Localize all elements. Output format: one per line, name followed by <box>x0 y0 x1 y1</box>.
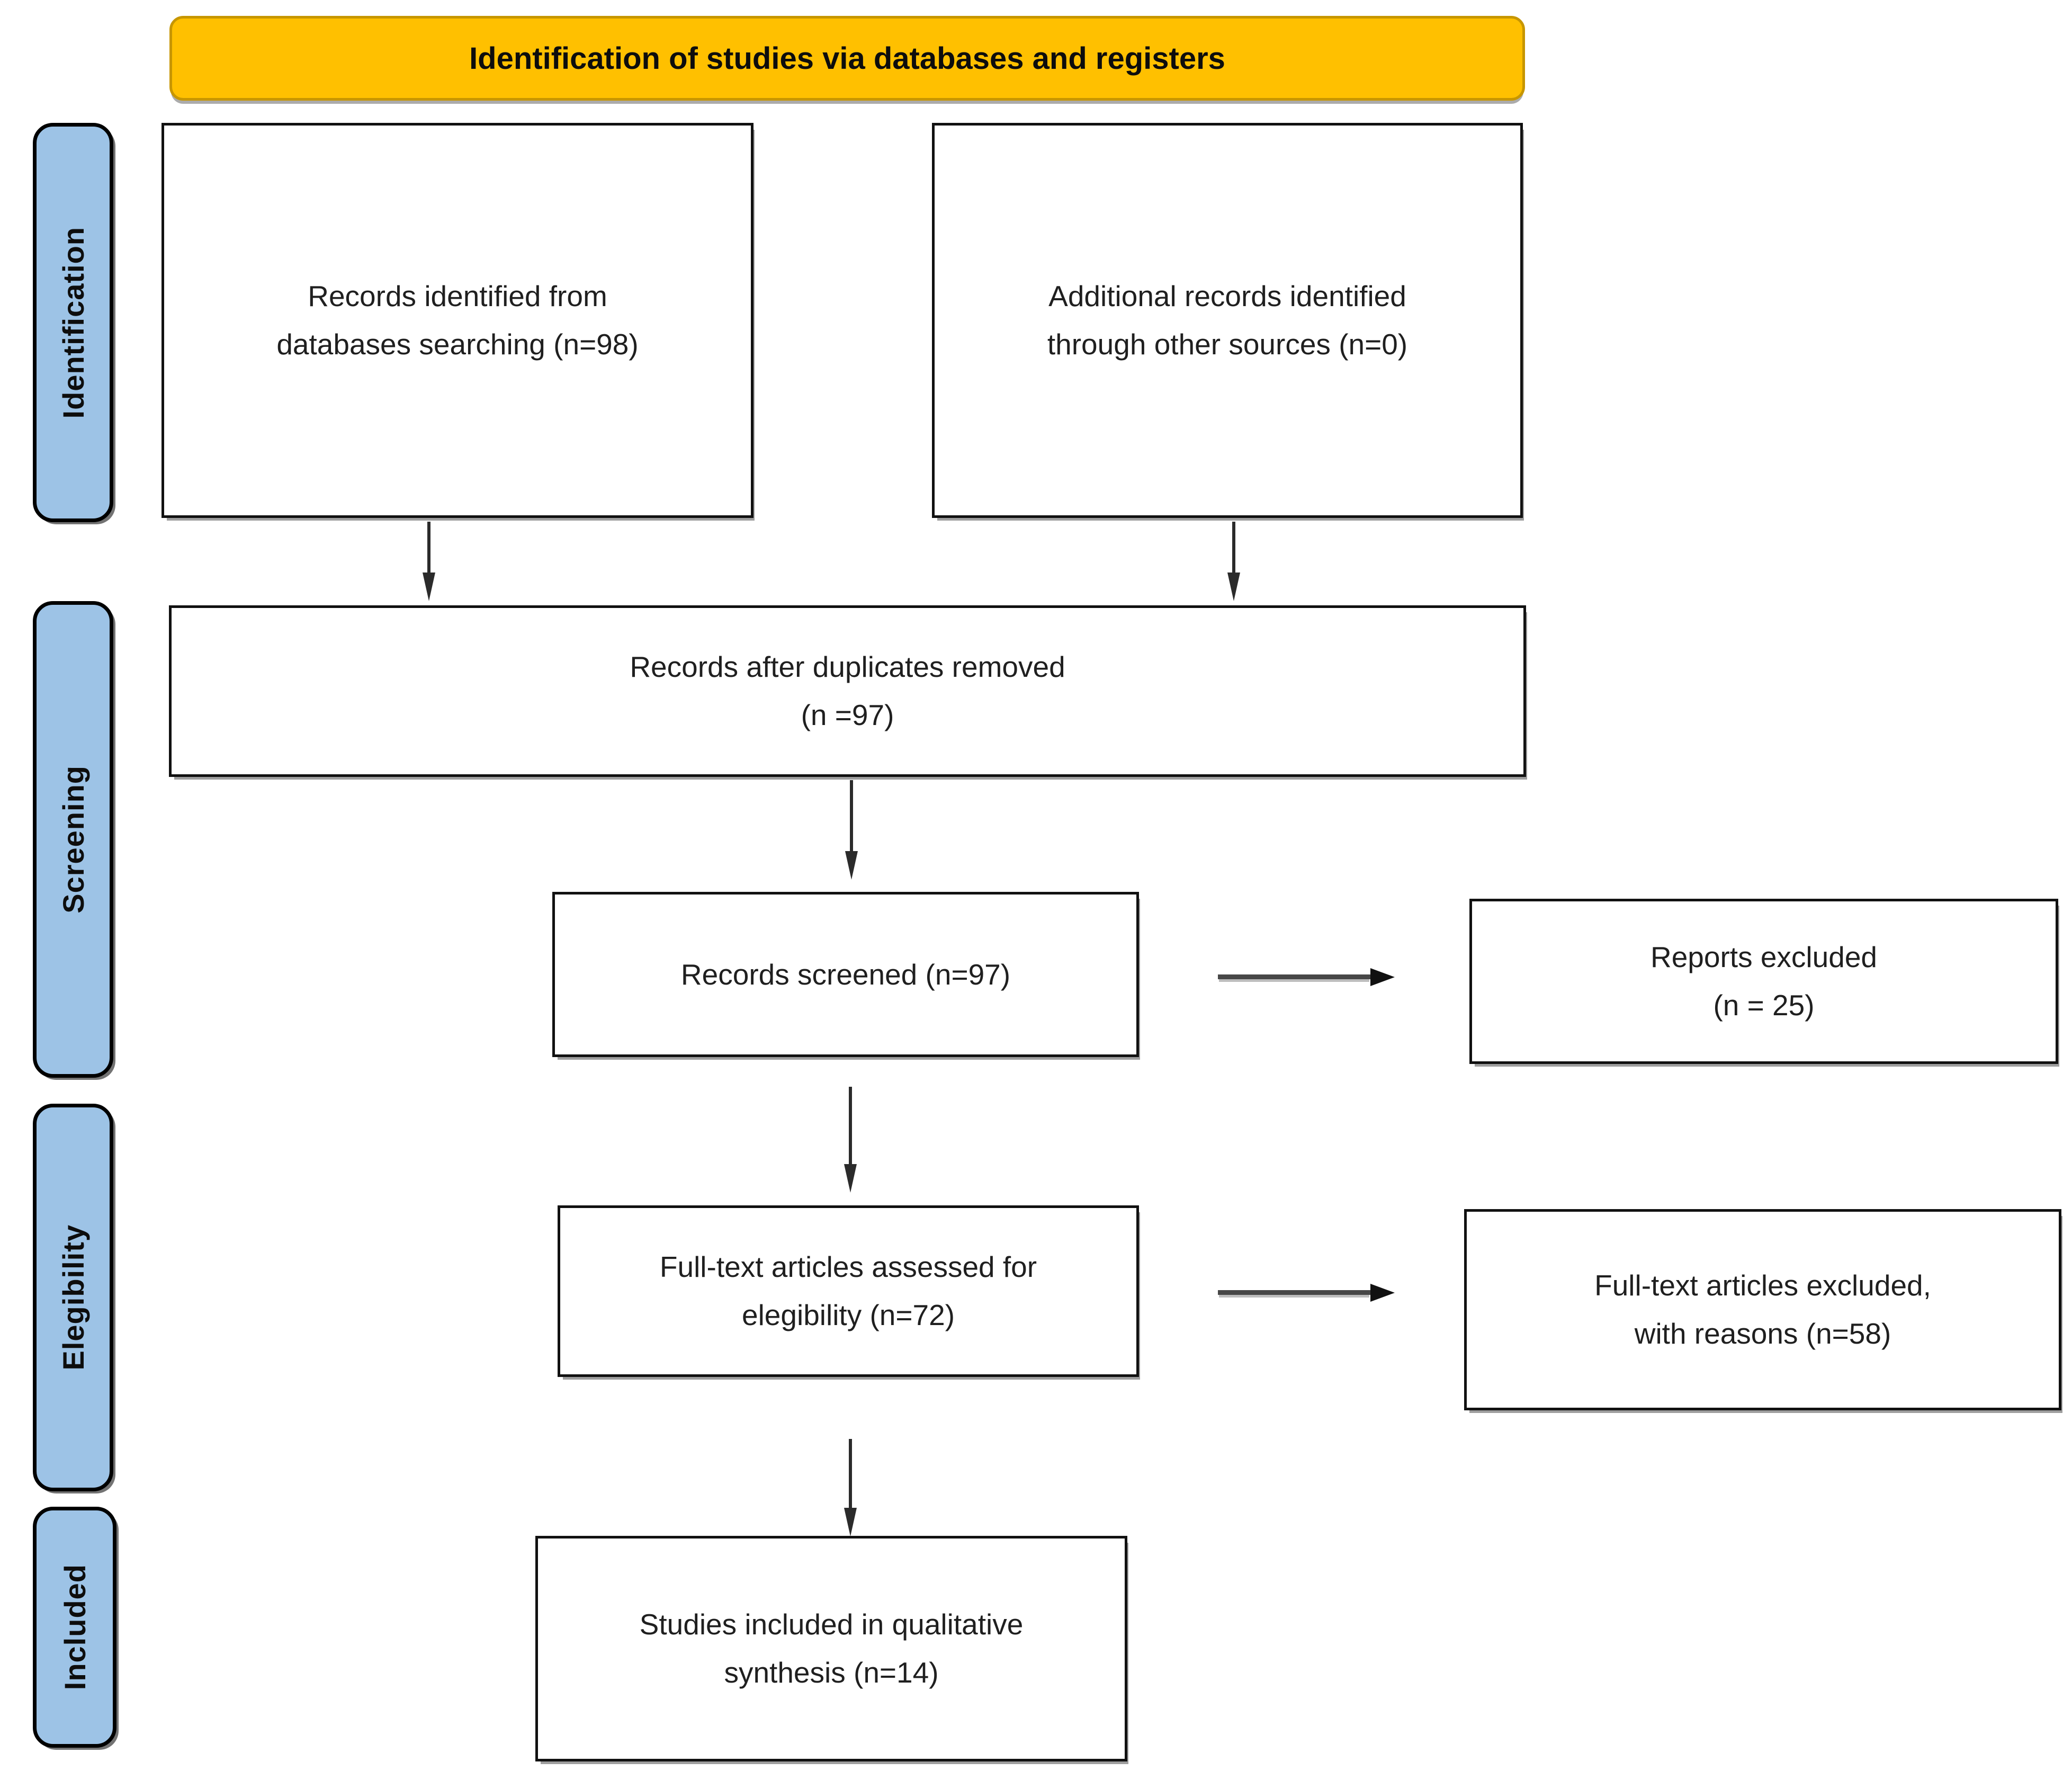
node-reports-excluded-text: Reports excluded (n = 25) <box>1650 941 1878 1022</box>
banner-identification-of-studies: Identification of studies via databases … <box>169 16 1525 101</box>
stage-elegibility-label: Elegibility <box>56 1224 90 1371</box>
node-studies-included-text: Studies included in qualitative synthesi… <box>639 1608 1024 1689</box>
node-duplicates-removed-text: Records after duplicates removed (n =97) <box>630 650 1065 731</box>
stage-included: Included <box>33 1507 116 1748</box>
node-records-screened: Records screened (n=97) <box>552 892 1139 1057</box>
stage-included-label: Included <box>58 1564 92 1690</box>
node-records-identified-text: Records identified from databases search… <box>276 280 639 361</box>
node-fulltext-excluded-text: Full-text articles excluded, with reason… <box>1594 1269 1931 1350</box>
node-fulltext-assessed: Full-text articles assessed for elegibil… <box>558 1205 1139 1377</box>
arrow-records-screened-to-reports-excluded <box>1218 974 1370 979</box>
node-records-identified: Records identified from databases search… <box>162 123 754 518</box>
node-records-screened-text: Records screened (n=97) <box>680 958 1011 991</box>
stage-elegibility: Elegibility <box>33 1104 113 1491</box>
arrow-fulltext-assessed-to-fulltext-excluded <box>1218 1290 1370 1295</box>
stage-screening: Screening <box>33 601 113 1078</box>
node-duplicates-removed: Records after duplicates removed (n =97) <box>169 605 1526 777</box>
node-additional-records-text: Additional records identified through ot… <box>1047 280 1408 361</box>
stage-identification: Identification <box>33 123 113 522</box>
node-studies-included: Studies included in qualitative synthesi… <box>535 1536 1127 1761</box>
node-reports-excluded: Reports excluded (n = 25) <box>1469 899 2058 1064</box>
stage-screening-label: Screening <box>56 765 90 914</box>
arrow-additional-records-to-duplicates-removed <box>1232 522 1235 573</box>
node-fulltext-assessed-text: Full-text articles assessed for elegibil… <box>659 1250 1037 1331</box>
node-fulltext-excluded: Full-text articles excluded, with reason… <box>1464 1209 2061 1410</box>
arrow-records-identified-to-duplicates-removed <box>427 522 430 573</box>
arrow-records-screened-to-fulltext-assessed <box>849 1087 852 1164</box>
arrow-duplicates-removed-to-records-screened <box>850 780 853 851</box>
arrow-fulltext-assessed-to-studies-included <box>849 1439 852 1508</box>
banner-title: Identification of studies via databases … <box>469 41 1225 76</box>
stage-identification-label: Identification <box>56 226 90 419</box>
node-additional-records: Additional records identified through ot… <box>932 123 1523 518</box>
